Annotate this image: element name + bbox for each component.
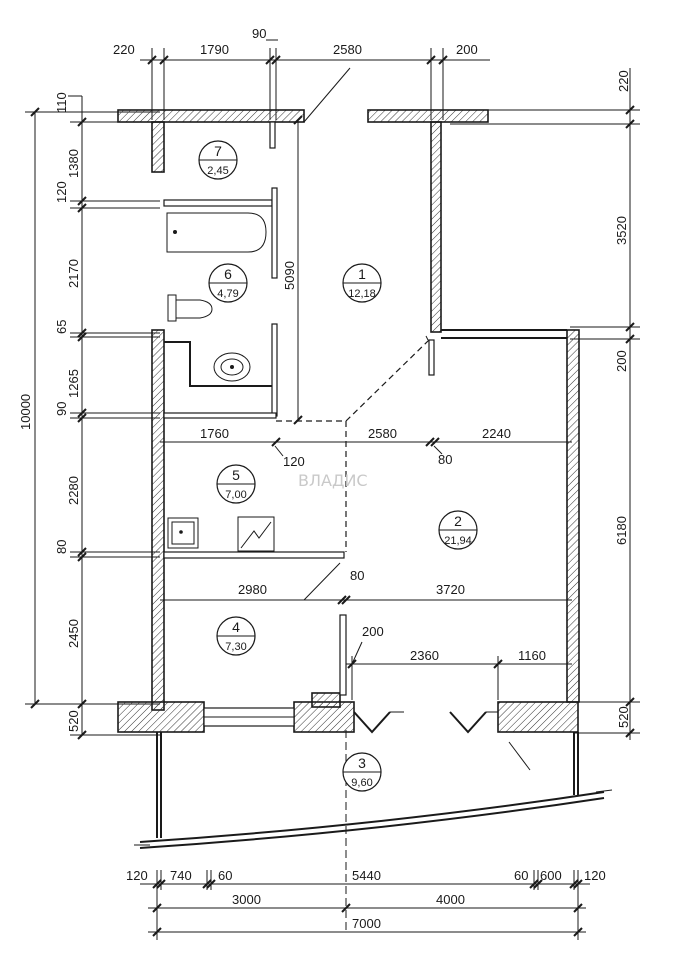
dim-3720: 3720 [436,582,465,597]
top-dim-4: 2580 [333,42,362,57]
left-dim-11: 520 [66,710,81,732]
left-dim-6: 1265 [66,369,81,398]
left-dimension-chain: 110 1380 120 2170 65 1265 90 2280 80 245… [18,92,160,740]
room-label-2: 2 21,94 [438,510,478,550]
right-dim-3: 200 [614,350,629,372]
kitchen-sink-icon [167,517,199,549]
room-6-number: 6 [224,266,232,282]
stove-icon [237,516,275,552]
right-dim-2: 3520 [614,216,629,245]
bottom-dim-2: 740 [170,868,192,883]
room-7-number: 7 [214,143,222,159]
bottom-dim-6: 600 [540,868,562,883]
room-3-area: 9,60 [351,777,372,789]
dim-1160: 1160 [518,648,546,663]
left-total-dim: 10000 [18,394,33,430]
bottom-total-dim: 7000 [352,916,381,931]
top-dim-5: 200 [456,42,478,57]
left-dim-2: 1380 [66,149,81,178]
bottom-dim2-2: 4000 [436,892,465,907]
bottom-dim2-1: 3000 [232,892,261,907]
dim-5090: 5090 [282,261,297,290]
room-7-area: 2,45 [207,165,228,177]
balcony-doors [353,711,531,771]
left-dim-4: 2170 [66,259,81,288]
room-4-number: 4 [232,619,240,635]
room-1-area: 12,18 [348,288,376,300]
sink-icon [213,352,251,382]
room-4-area: 7,30 [225,641,246,653]
left-dim-5: 65 [54,320,69,334]
bottom-dim-3: 60 [218,868,232,883]
dim-200: 200 [362,624,384,639]
dim-80a: 80 [438,452,452,467]
walls [117,109,580,733]
right-dim-5: 520 [616,706,631,728]
left-dim-3: 120 [54,181,69,203]
partitions [163,67,567,696]
room-5-area: 7,00 [225,489,246,501]
top-dim-3: 90 [252,26,266,41]
dim-120: 120 [283,454,305,469]
dim-1760: 1760 [200,426,229,441]
room-label-6: 6 4,79 [208,263,248,303]
dim-2580: 2580 [368,426,397,441]
left-dim-1: 110 [54,92,69,113]
room-5-number: 5 [232,467,240,483]
top-dim-1: 220 [113,42,135,57]
left-dim-9: 80 [54,540,69,554]
right-dimension-chain: 220 3520 200 6180 520 [450,68,640,740]
room-label-4: 4 7,30 [216,616,256,656]
room-2-area: 21,94 [444,535,472,547]
right-dim-4: 6180 [614,516,629,545]
left-dim-7: 90 [54,402,69,416]
room-6-area: 4,79 [217,288,238,300]
dim-2240: 2240 [482,426,511,441]
inner-dimensions: 5090 1760 120 2580 80 2240 2980 80 3720 … [160,115,572,700]
balcony [134,732,613,849]
left-dim-10: 2450 [66,619,81,648]
left-dim-8: 2280 [66,476,81,505]
dim-2360: 2360 [410,648,439,663]
bottom-dim-4: 5440 [352,868,381,883]
room-2-number: 2 [454,513,462,529]
bottom-dim-5: 60 [514,868,528,883]
top-dimension-chain: 220 1790 90 2580 200 [113,26,490,120]
bottom-dimension-chain: 120 740 60 5440 60 600 120 3000 4000 700… [126,868,606,940]
room-1-number: 1 [358,266,366,282]
dim-80b: 80 [350,568,364,583]
room-label-7: 7 2,45 [198,140,238,180]
toilet-icon [167,294,213,322]
watermark-text: ВЛАДИС [298,471,368,490]
bottom-dim-7: 120 [584,868,606,883]
room-3-number: 3 [358,755,366,771]
dim-2980: 2980 [238,582,267,597]
room-label-1: 1 12,18 [342,263,382,303]
room-label-5: 5 7,00 [216,464,256,504]
bottom-dim-1: 120 [126,868,148,883]
top-dim-2: 1790 [200,42,229,57]
right-dim-1: 220 [616,70,631,92]
bathtub-icon [166,212,267,253]
room-label-3: 3 9,60 [342,752,382,792]
